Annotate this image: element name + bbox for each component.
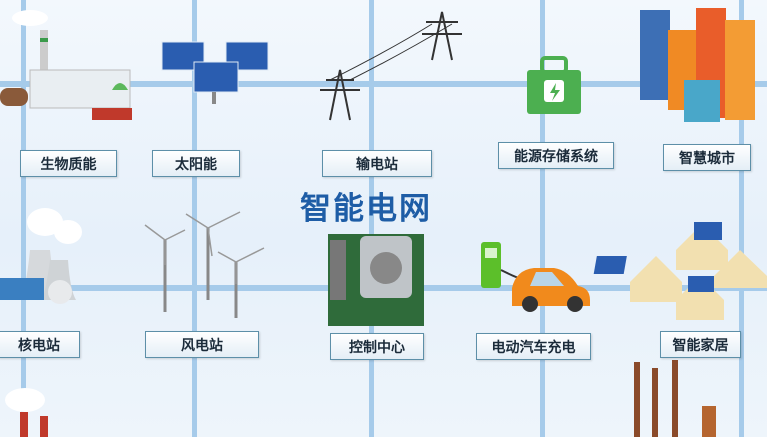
smart-city-icon: [640, 8, 755, 122]
nuclear-plant-icon: [0, 208, 82, 304]
wind-turbines-icon: [144, 211, 265, 318]
factory-chimneys-icon: [634, 360, 716, 437]
grid-line: [739, 0, 744, 437]
bottom-plant-icon: [5, 388, 48, 437]
grid-line: [21, 0, 26, 437]
control-board-icon: [328, 234, 424, 326]
grid-line: [369, 0, 374, 437]
node-label-wind: 风电站: [145, 331, 259, 358]
grid-line: [192, 0, 197, 437]
grid-line: [540, 0, 545, 437]
node-label-nuclear: 核电站: [0, 331, 80, 358]
page-title: 智能电网: [300, 191, 432, 227]
node-label-solar: 太阳能: [152, 150, 240, 177]
node-label-storage: 能源存储系统: [498, 142, 614, 169]
solar-panels-icon: [161, 41, 269, 104]
grid-line: [0, 81, 767, 87]
electric-car-icon: [512, 268, 590, 312]
node-label-smart-city: 智慧城市: [663, 144, 751, 171]
biomass-plant-icon: [0, 10, 132, 120]
node-label-control: 控制中心: [330, 333, 424, 360]
node-label-smart-home: 智能家居: [660, 331, 741, 358]
node-label-transmission: 输电站: [322, 150, 432, 177]
node-label-ev-charging: 电动汽车充电: [476, 333, 591, 360]
node-label-biomass: 生物质能: [20, 150, 117, 177]
transmission-tower-icon: [320, 11, 462, 121]
battery-storage-icon: [527, 56, 581, 114]
smart-homes-icon: [593, 222, 767, 320]
